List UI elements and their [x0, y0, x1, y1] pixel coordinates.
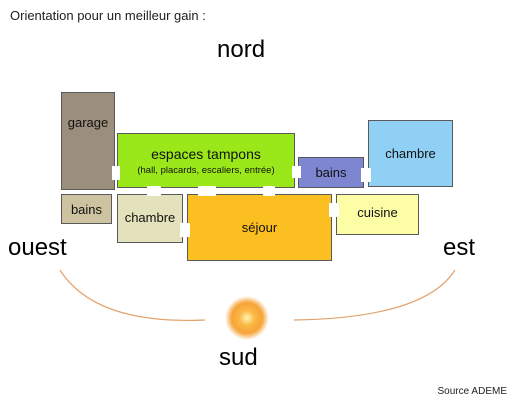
room-chambre-left: chambre [117, 194, 183, 243]
page-title: Orientation pour un meilleur gain : [10, 8, 206, 23]
room-cuisine-label: cuisine [357, 205, 398, 220]
room-bains-center: bains [298, 157, 364, 188]
room-espaces-tampons: espaces tampons (hall, placards, escalie… [117, 133, 295, 188]
doorway [198, 186, 216, 196]
east-label: est [443, 234, 476, 261]
room-bains-small: bains [61, 194, 112, 224]
doorway [147, 186, 161, 196]
doorway [263, 186, 275, 196]
room-garage-label: garage [67, 115, 109, 130]
room-sejour-label: séjour [241, 220, 278, 235]
room-sejour: séjour [187, 194, 332, 261]
room-chambre-right: chambre [368, 120, 453, 187]
source-credit: Source ADEME [437, 386, 507, 397]
west-label: ouest [8, 234, 67, 261]
west-arc [59, 269, 206, 322]
doorway [361, 168, 371, 182]
doorway [329, 203, 339, 217]
doorway [292, 166, 301, 178]
room-chambre-right-label: chambre [385, 146, 436, 161]
south-label: sud [219, 344, 258, 371]
doorway [112, 166, 120, 180]
espaces-tampons-subtitle: (hall, placards, escaliers, entrée) [137, 164, 275, 176]
room-cuisine: cuisine [336, 194, 419, 235]
north-label: nord [217, 36, 266, 63]
sun-icon [225, 296, 269, 340]
doorway [180, 223, 190, 237]
room-bains-center-label: bains [315, 165, 347, 180]
espaces-tampons-title: espaces tampons [151, 145, 261, 162]
room-chambre-left-label: chambre [124, 210, 176, 225]
east-arc [293, 269, 456, 321]
room-garage: garage [61, 92, 115, 190]
room-bains-small-label: bains [70, 201, 103, 217]
